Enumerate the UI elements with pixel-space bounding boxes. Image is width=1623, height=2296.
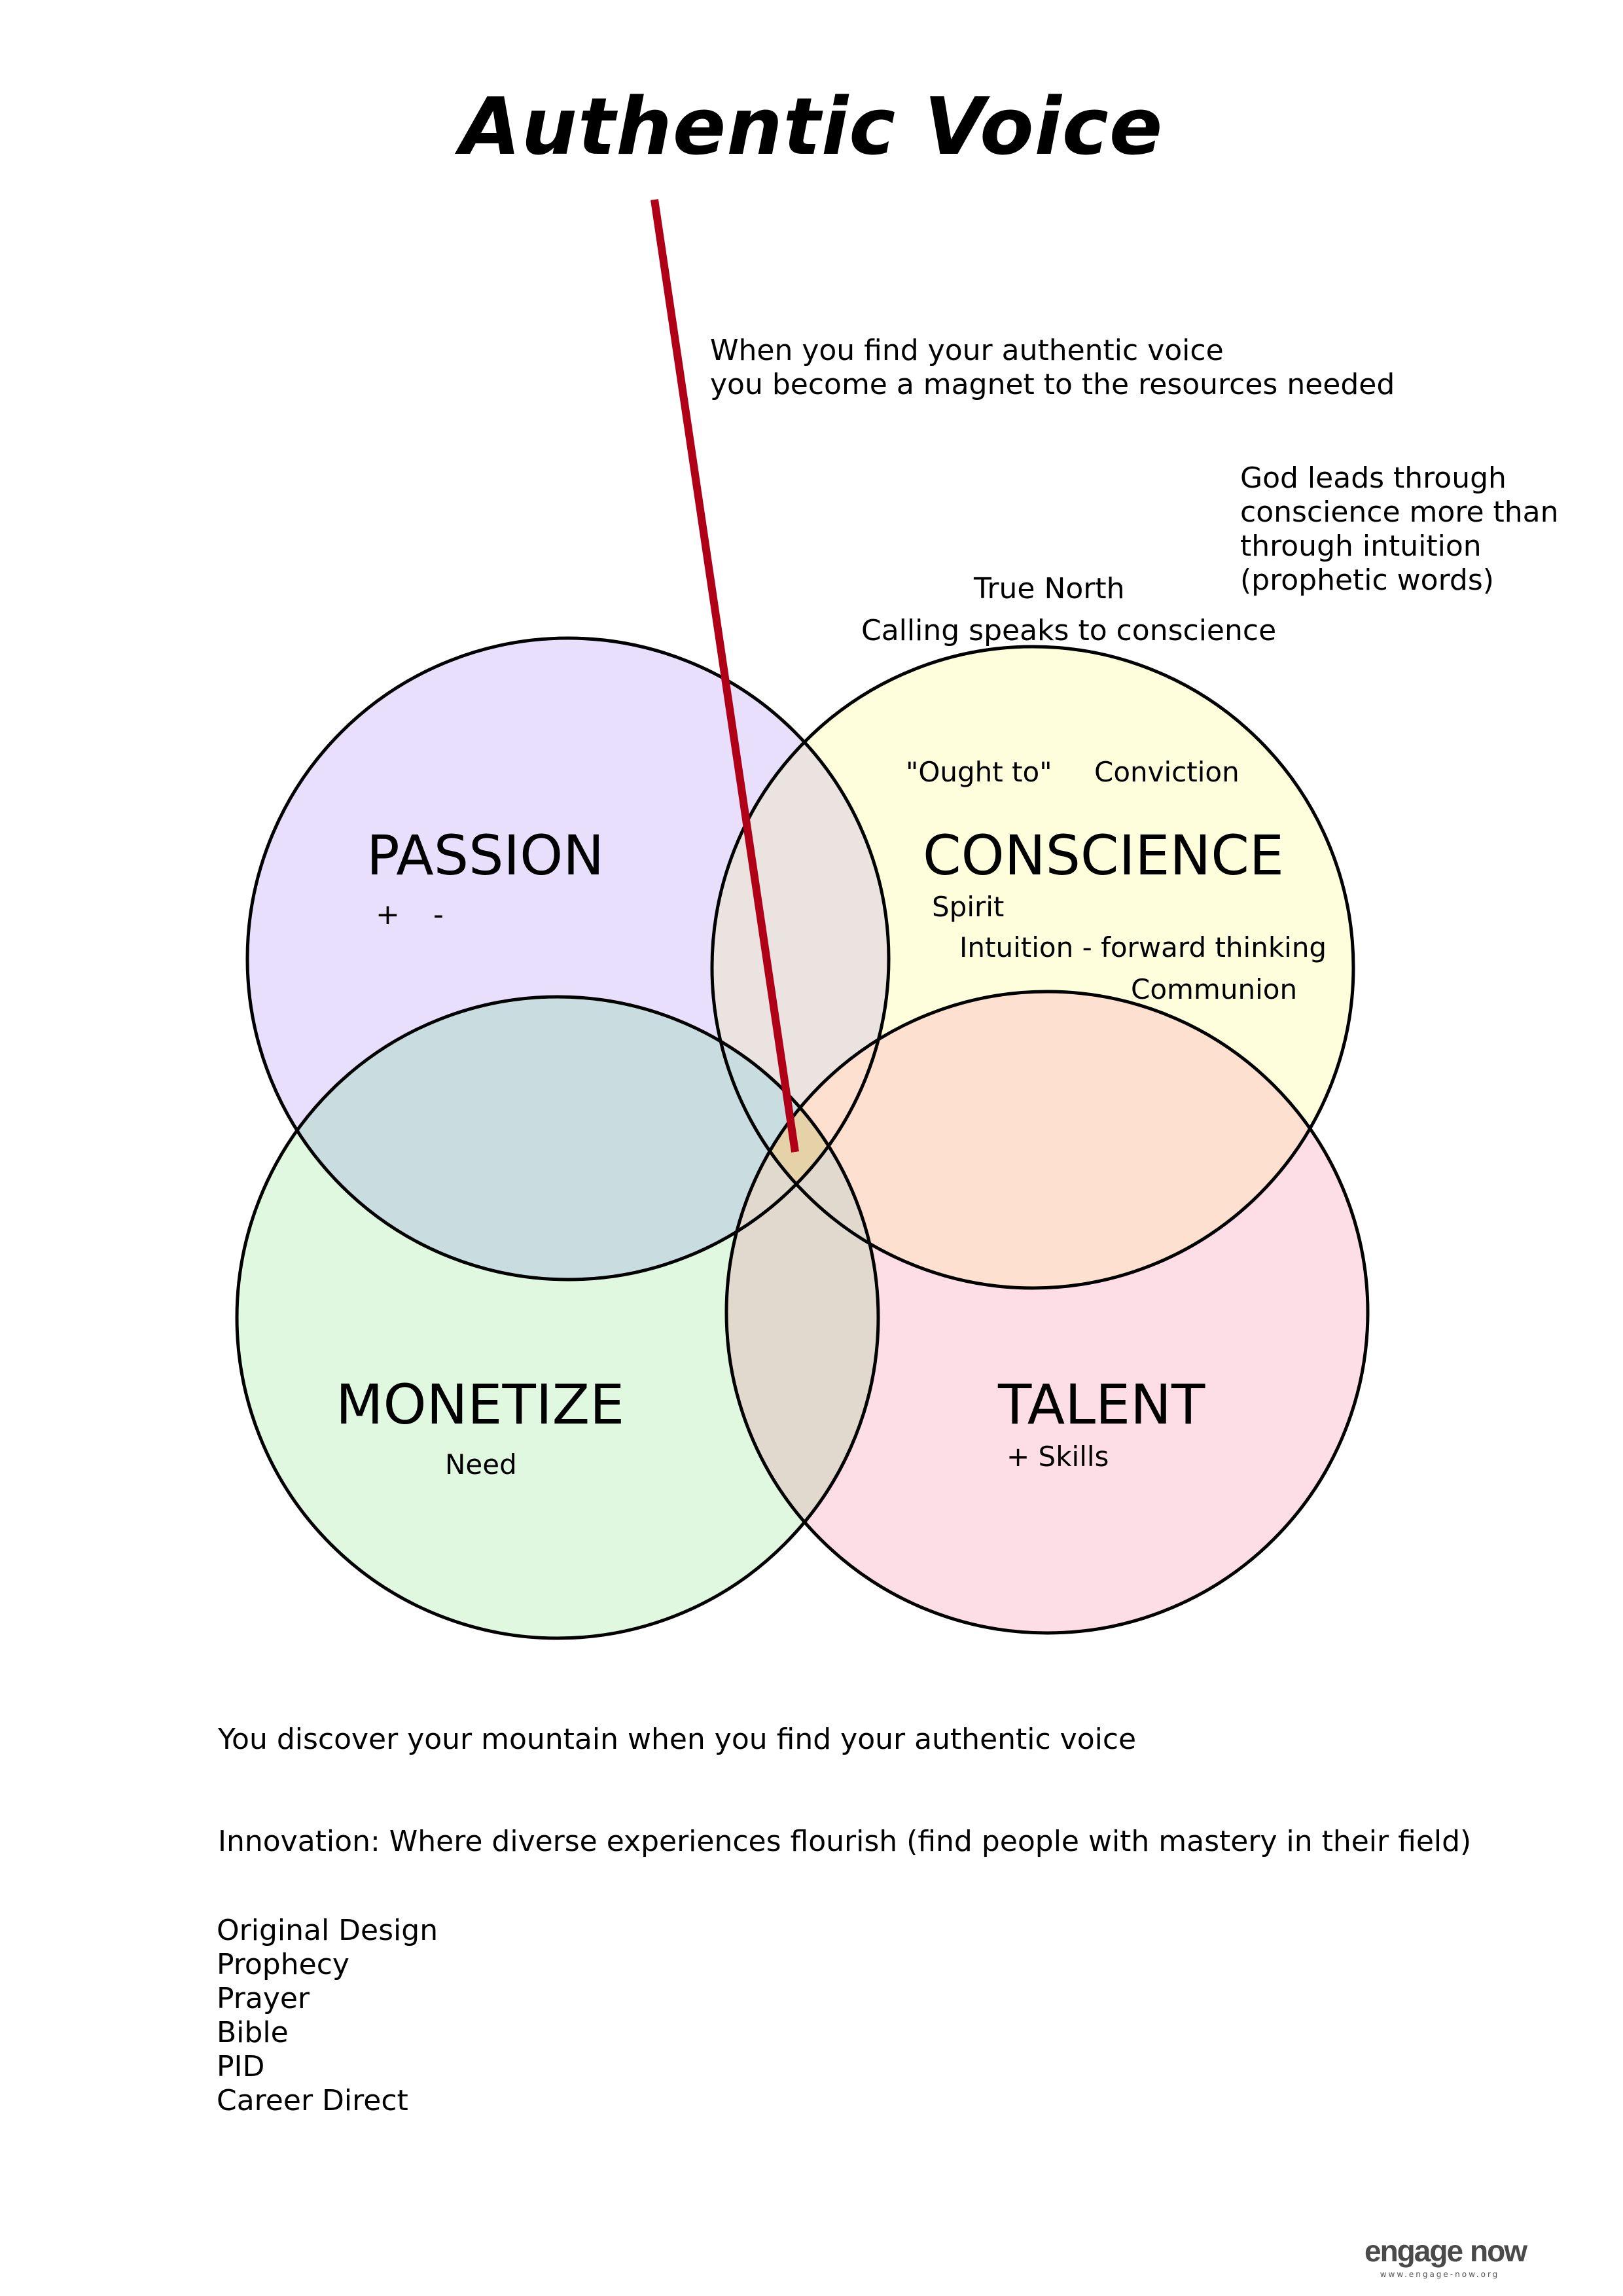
passion-label: PASSION	[366, 823, 605, 888]
need-label: Need	[445, 1448, 517, 1480]
overlap-passion-monetize	[247, 997, 878, 1280]
god-note: God leads through conscience more than t…	[1240, 461, 1559, 598]
monetize-label: MONETIZE	[336, 1372, 625, 1437]
engage-now-logo: engage now www.engage-now.org	[1364, 2233, 1527, 2279]
conviction-label: Conviction	[1094, 756, 1240, 788]
god-note-line: (prophetic words)	[1240, 564, 1494, 597]
resource-item: Prayer	[217, 1982, 310, 2015]
god-note-line: God leads through	[1240, 461, 1507, 495]
communion-label: Communion	[1131, 973, 1298, 1005]
page-title: Authentic Voice	[459, 82, 1164, 173]
passion-plus: +	[376, 898, 400, 931]
resource-item: PID	[217, 2050, 265, 2083]
intuition-label: Intuition - forward thinking	[959, 931, 1327, 963]
god-note-line: conscience more than	[1240, 495, 1559, 529]
conscience-label: CONSCIENCE	[923, 823, 1284, 888]
calling-label: Calling speaks to conscience	[861, 614, 1277, 647]
logo-url: www.engage-now.org	[1380, 2270, 1500, 2279]
talent-label: TALENT	[998, 1372, 1205, 1437]
god-note-line: through intuition	[1240, 529, 1482, 563]
passion-outline	[245, 636, 891, 1282]
callout-text: When you find your authentic voice you b…	[710, 334, 1395, 402]
callout-line-1: When you find your authentic voice	[710, 334, 1224, 367]
authentic-voice-pointer	[651, 199, 799, 1153]
overlap-conscience-talent	[726, 992, 1353, 1288]
resource-item: Career Direct	[217, 2084, 408, 2117]
ought-to-label: "Ought to"	[906, 756, 1052, 788]
logo-text-left: engage	[1364, 2234, 1463, 2268]
resource-item: Bible	[217, 2016, 289, 2049]
talent-outline	[724, 990, 1370, 1635]
innovation-text: Innovation: Where diverse experiences fl…	[218, 1825, 1472, 1858]
monetize-outline	[235, 995, 880, 1640]
passion-minus: -	[433, 898, 444, 931]
resource-item: Original Design	[217, 1914, 438, 1947]
callout-line-2: you become a magnet to the resources nee…	[710, 368, 1395, 401]
true-north-label: True North	[974, 572, 1125, 605]
resource-item: Prophecy	[217, 1948, 349, 1981]
mountain-text: You discover your mountain when you find…	[218, 1723, 1137, 1756]
skills-label: + Skills	[1007, 1441, 1109, 1473]
spirit-label: Spirit	[932, 891, 1005, 923]
conscience-outline	[710, 645, 1355, 1290]
logo-text-right: now	[1470, 2234, 1527, 2268]
resource-list: Original Design Prophecy Prayer Bible PI…	[217, 1914, 438, 2118]
